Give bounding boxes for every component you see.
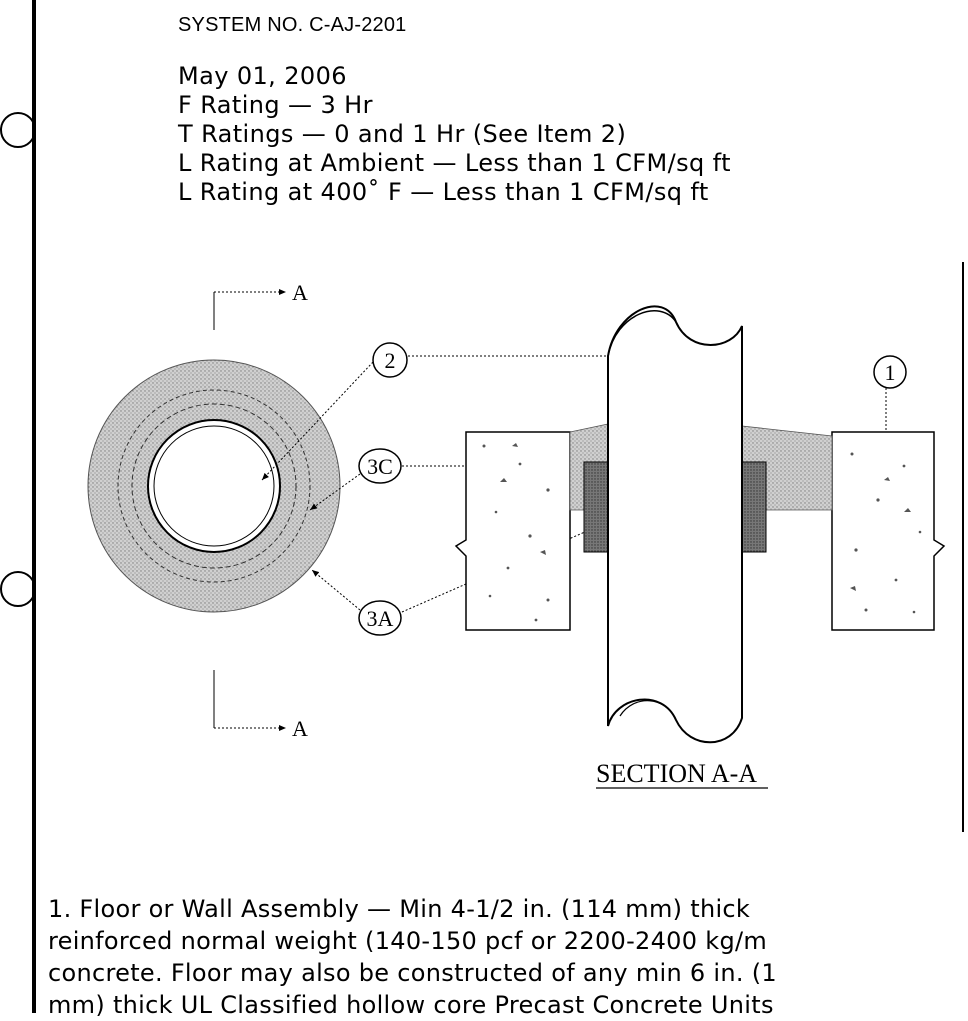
pipe-section xyxy=(607,305,743,744)
packing-right xyxy=(741,461,767,553)
concrete-slab-left xyxy=(454,431,571,631)
t-ratings: T Ratings — 0 and 1 Hr (See Item 2) xyxy=(178,120,627,148)
item-1-line-3: concrete. Floor may also be constructed … xyxy=(48,959,777,987)
section-marker-top: A xyxy=(292,280,308,305)
system-number: SYSTEM NO. C-AJ-2201 xyxy=(178,14,407,36)
svg-text:3C: 3C xyxy=(367,454,393,479)
ratings-list: May 01, 2006 F Rating — 3 Hr T Ratings —… xyxy=(178,62,731,207)
aggregate-left xyxy=(482,443,550,622)
firestop-diagram: A A 2 3C 3A 1 xyxy=(87,280,946,789)
section-marker-bottom: A xyxy=(292,716,308,741)
svg-text:1: 1 xyxy=(885,360,896,385)
aggregate-right xyxy=(850,452,922,614)
section-view: SECTION A-A xyxy=(454,305,946,789)
backer-ring-outer xyxy=(117,389,311,583)
item-1-description: 1. Floor or Wall Assembly — Min 4-1/2 in… xyxy=(48,893,968,1021)
pipe-break-bottom xyxy=(619,700,677,721)
plan-view: A A xyxy=(87,280,341,741)
margin-revision-circle-bottom xyxy=(0,571,36,607)
callout-2: 2 xyxy=(261,342,626,481)
svg-text:2: 2 xyxy=(385,348,396,373)
pipe-inner-wall xyxy=(153,425,275,547)
svg-text:3A: 3A xyxy=(367,606,394,631)
leader-2-plan xyxy=(261,361,374,481)
pipe-break-top xyxy=(607,310,677,357)
l-rating-ambient: L Rating at Ambient — Less than 1 CFM/sq… xyxy=(178,149,731,177)
l-rating-400f: L Rating at 400˚ F — Less than 1 CFM/sq … xyxy=(178,178,709,206)
item-1-line-1: 1. Floor or Wall Assembly — Min 4-1/2 in… xyxy=(48,895,751,923)
backer-ring-inner xyxy=(131,403,297,569)
right-border-rule xyxy=(962,262,964,832)
callout-1: 1 xyxy=(873,355,907,440)
section-title: SECTION A-A xyxy=(596,759,757,788)
f-rating: F Rating — 3 Hr xyxy=(178,91,373,119)
leader-3a-plan xyxy=(311,569,361,611)
left-border-rule xyxy=(32,0,36,1013)
item-1-line-2: reinforced normal weight (140-150 pcf or… xyxy=(48,927,768,955)
item-1-line-4: mm) thick UL Classified hollow core Prec… xyxy=(48,991,774,1019)
packing-left xyxy=(583,461,609,553)
concrete-slab-right xyxy=(831,431,946,631)
callout-3c: 3C xyxy=(309,448,576,511)
rating-date: May 01, 2006 xyxy=(178,62,347,90)
margin-revision-circle-top xyxy=(0,112,36,148)
